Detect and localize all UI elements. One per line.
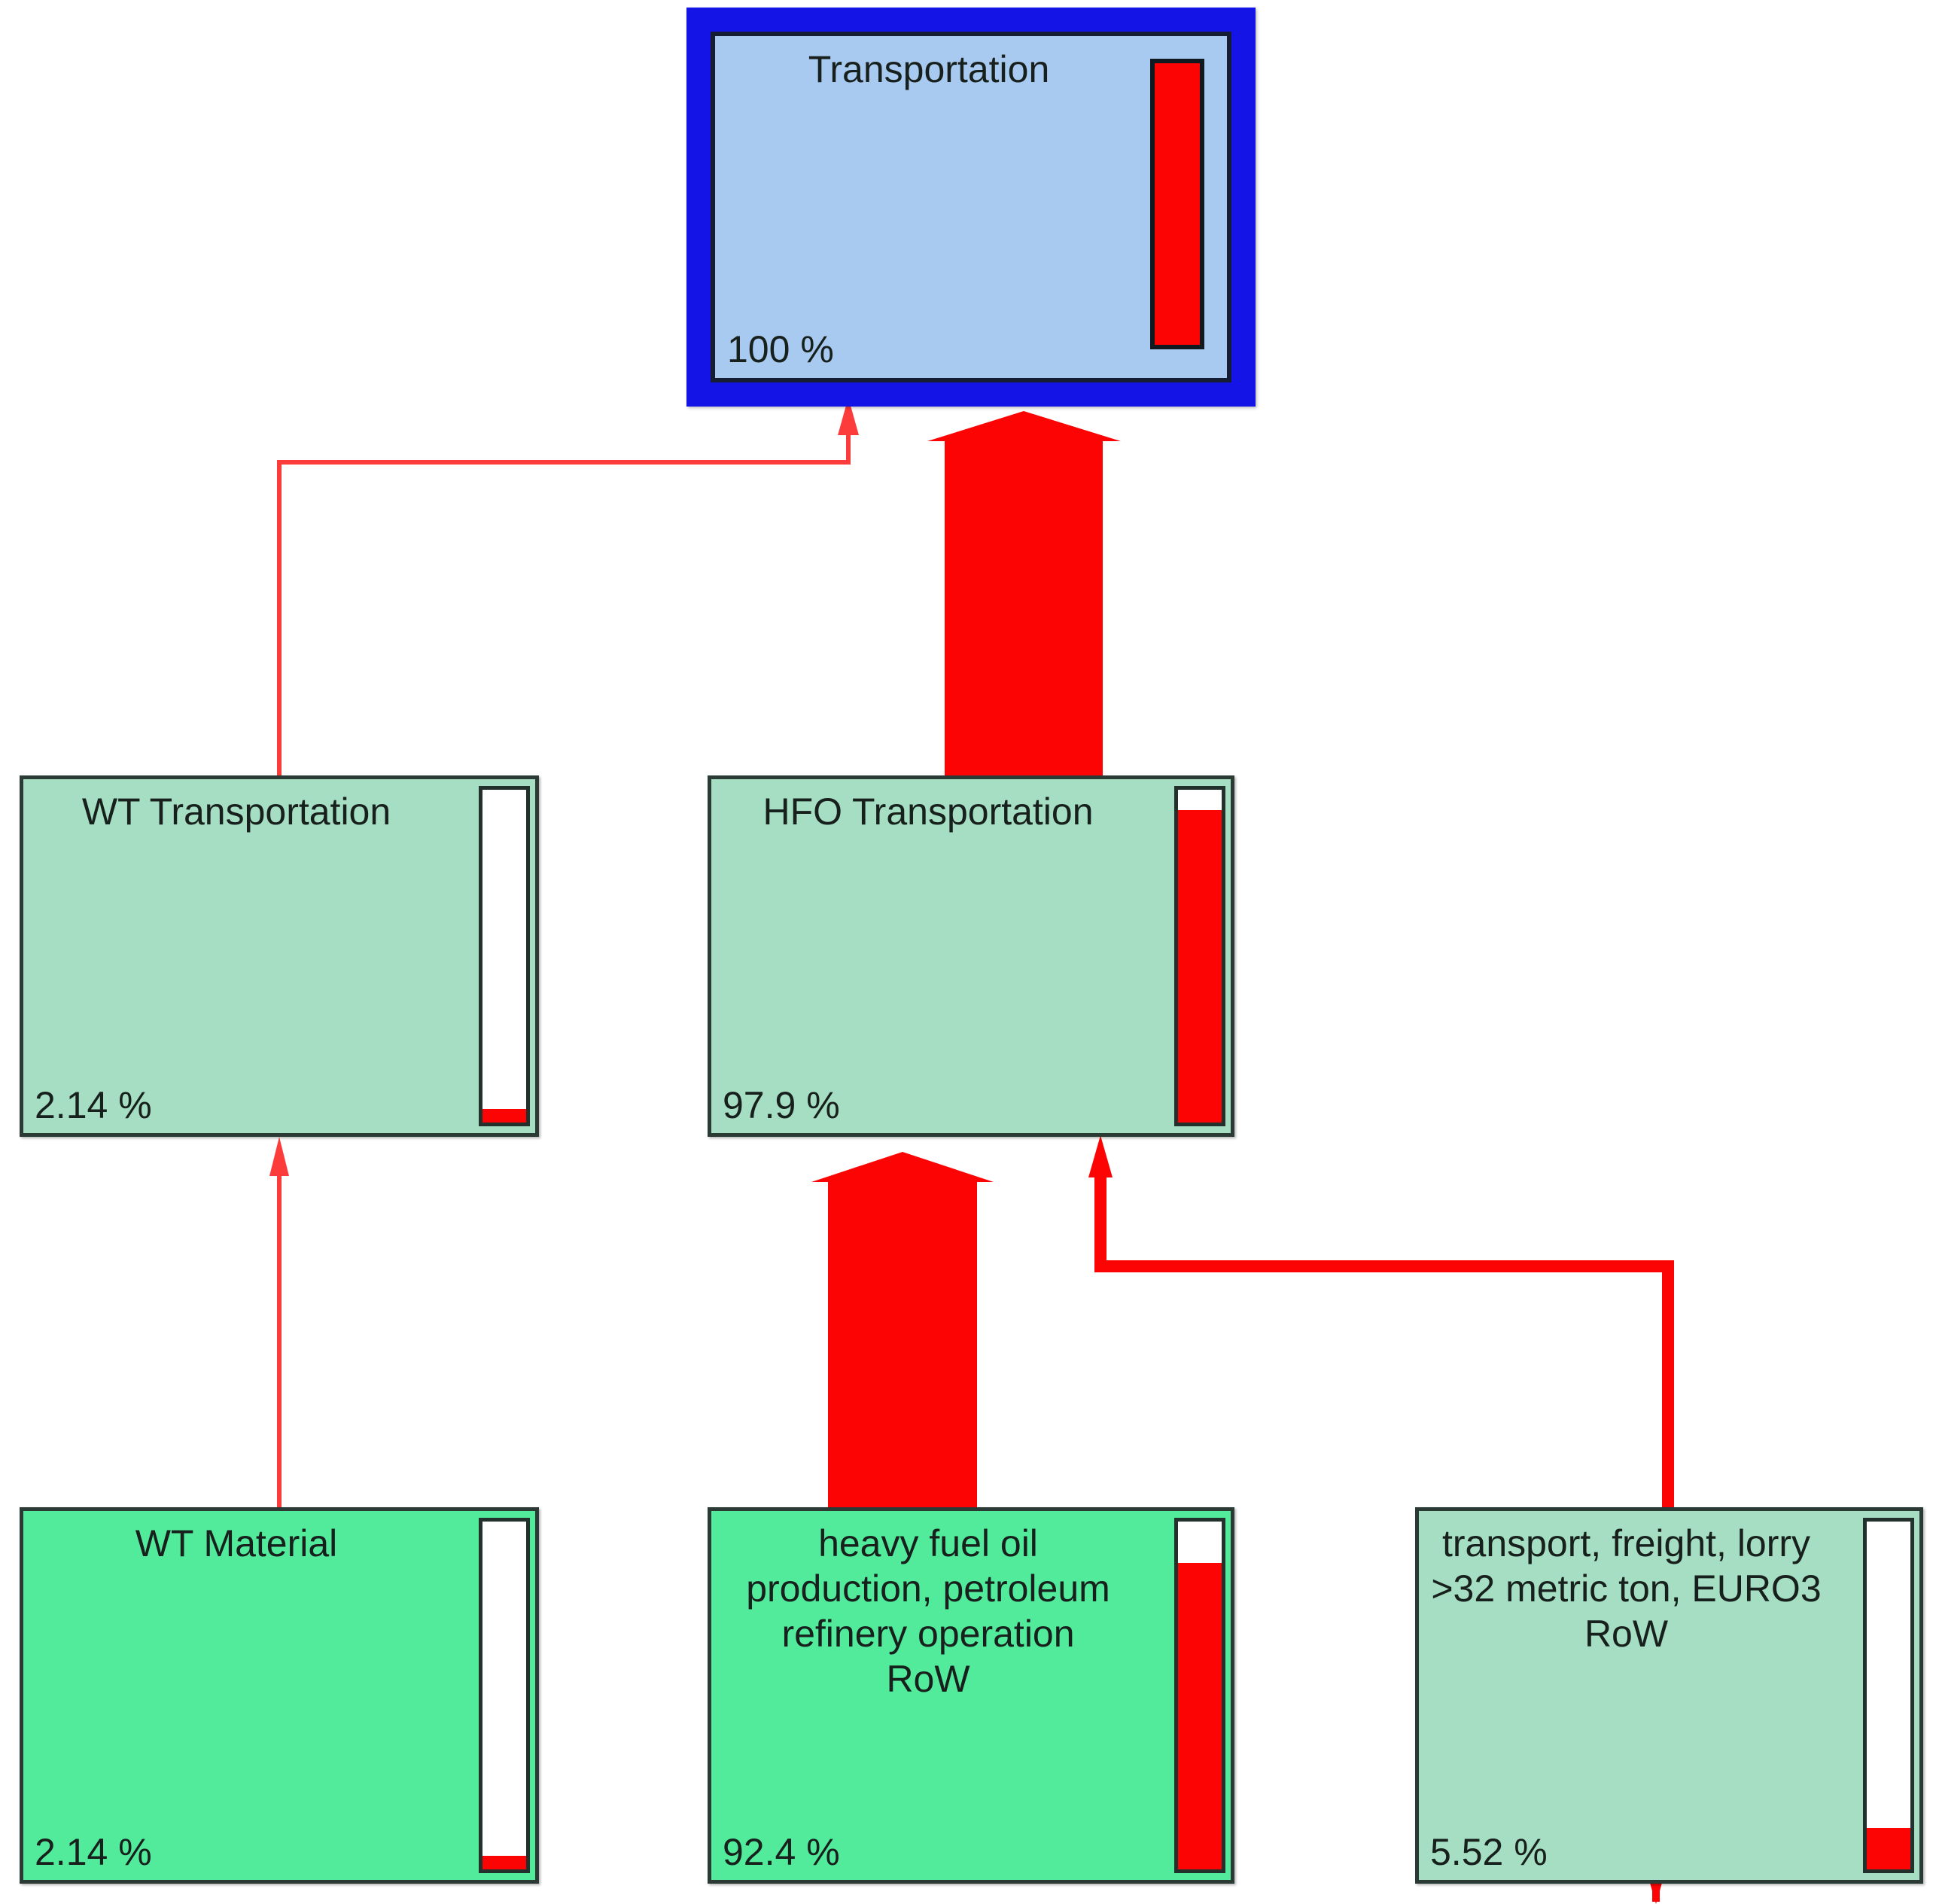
flow-heavy-fuel-oil-to-hfo-transportation[interactable] xyxy=(811,1152,994,1507)
impact-gauge xyxy=(1174,1518,1225,1873)
flow-lorry-to-hfo-transportation[interactable] xyxy=(1088,1135,1674,1507)
flow-hfo-transportation-to-transportation[interactable] xyxy=(927,411,1121,775)
impact-gauge-fill xyxy=(1178,809,1222,1123)
node-percent: 100 % xyxy=(727,328,834,370)
node-percent: 2.14 % xyxy=(35,1831,152,1873)
node-percent: 97.9 % xyxy=(723,1084,840,1126)
impact-gauge-fill xyxy=(1155,63,1200,345)
flow-wt-material-to-wt-transportation[interactable] xyxy=(269,1137,289,1507)
node-transportation[interactable]: Transportation 100 % xyxy=(686,8,1256,407)
node-percent: 92.4 % xyxy=(723,1831,840,1873)
node-wt-transportation[interactable]: WT Transportation 2.14 % xyxy=(20,775,539,1137)
node-body xyxy=(1415,1507,1923,1884)
node-wt-material[interactable]: WT Material 2.14 % xyxy=(20,1507,539,1884)
node-percent: 5.52 % xyxy=(1430,1831,1548,1873)
impact-gauge-fill xyxy=(482,1109,526,1123)
impact-gauge xyxy=(1150,59,1204,349)
node-hfo-transportation[interactable]: HFO Transportation 97.9 % xyxy=(708,775,1234,1137)
node-heavy-fuel-oil-production[interactable]: heavy fuel oil production, petroleum ref… xyxy=(708,1507,1234,1884)
impact-gauge-fill xyxy=(1867,1827,1910,1869)
node-body xyxy=(708,775,1234,1137)
node-percent: 2.14 % xyxy=(35,1084,152,1126)
node-body xyxy=(711,32,1231,382)
flow-wt-transportation-to-transportation[interactable] xyxy=(277,398,859,775)
impact-gauge-fill xyxy=(1178,1563,1222,1869)
node-transport-freight-lorry[interactable]: transport, freight, lorry >32 metric ton… xyxy=(1415,1507,1923,1884)
node-body xyxy=(708,1507,1234,1884)
impact-gauge xyxy=(479,786,530,1126)
node-body xyxy=(20,775,539,1137)
impact-gauge xyxy=(1174,786,1225,1126)
node-body xyxy=(20,1507,539,1884)
impact-gauge-fill xyxy=(482,1855,526,1869)
impact-gauge xyxy=(1863,1518,1914,1873)
flow-lorry-downstream-stub xyxy=(1648,1878,1664,1904)
impact-gauge xyxy=(479,1518,530,1873)
